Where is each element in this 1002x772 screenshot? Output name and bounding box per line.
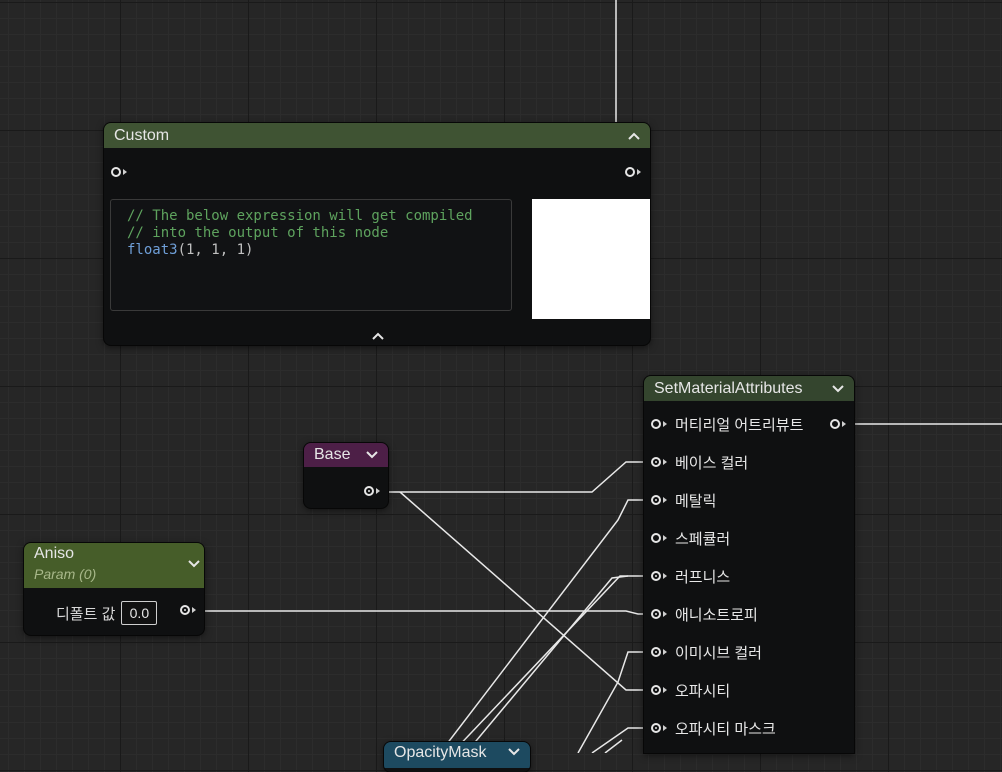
attribute-pin-label: 메탈릭 — [675, 492, 717, 510]
pin-arrow-icon — [663, 687, 667, 693]
connection-wires — [202, 0, 1002, 753]
wire-bundle-to-roughness — [451, 575, 648, 753]
custom-input-pin[interactable] — [111, 167, 121, 177]
default-value-label: 디폴트 값 — [56, 605, 116, 623]
expand-chevron-up-icon[interactable] — [370, 328, 386, 344]
attribute-pin-label: 러프니스 — [675, 568, 731, 586]
chevron-down-icon[interactable] — [506, 744, 522, 760]
attribute-pin-label: 이미시브 컬러 — [675, 644, 762, 662]
attribute-input-pin[interactable] — [651, 457, 661, 467]
set-material-attributes-header[interactable]: SetMaterialAttributes — [644, 376, 854, 401]
pin-arrow-icon — [637, 169, 641, 175]
code-expression: float3(1, 1, 1) — [127, 242, 511, 259]
opacity-mask-title: OpacityMask — [394, 744, 487, 761]
aniso-node-subtitle: Param (0) — [34, 566, 97, 582]
pin-arrow-icon — [663, 725, 667, 731]
pin-arrow-icon — [663, 535, 667, 541]
aniso-output-pin[interactable] — [180, 605, 190, 615]
aniso-node-header[interactable]: Aniso Param (0) — [24, 543, 204, 588]
wire-bundle-a — [465, 575, 629, 753]
wire-base-to-opacity — [399, 491, 648, 691]
attribute-input-pin[interactable] — [651, 609, 661, 619]
attribute-input-pin[interactable] — [651, 685, 661, 695]
pin-arrow-icon — [663, 421, 667, 427]
pin-arrow-icon — [663, 611, 667, 617]
base-node-header[interactable]: Base — [304, 443, 388, 467]
opacity-mask-header[interactable]: OpacityMask — [384, 742, 530, 768]
default-value-input[interactable]: 0.0 — [121, 601, 158, 625]
pin-arrow-icon — [663, 459, 667, 465]
preview-swatch — [532, 199, 650, 319]
attribute-input-pin[interactable] — [651, 723, 661, 733]
base-output-pin[interactable] — [364, 486, 374, 496]
base-node-title: Base — [314, 446, 351, 463]
chevron-down-icon[interactable] — [364, 447, 380, 463]
attribute-input-pin[interactable] — [651, 533, 661, 543]
attribute-pin-label: 오파시티 — [675, 682, 731, 700]
wire-bundle-to-emissive — [577, 651, 648, 753]
custom-node-title: Custom — [114, 126, 170, 144]
base-node[interactable]: Base — [304, 443, 388, 508]
opacity-mask-node[interactable]: OpacityMask — [384, 742, 530, 772]
material-attributes-output-pin[interactable] — [830, 419, 840, 429]
attribute-pin-label: 스페큘러 — [675, 530, 731, 548]
wire-aniso-to-anisotropy — [202, 610, 648, 615]
pin-arrow-icon — [376, 488, 380, 494]
aniso-node-title: Aniso — [34, 545, 75, 562]
attribute-pin-label: 베이스 컬러 — [675, 454, 749, 472]
set-material-attributes-title: SetMaterialAttributes — [654, 379, 803, 397]
aniso-node[interactable]: Aniso Param (0) 디폴트 값 0.0 — [24, 543, 204, 635]
code-editor[interactable]: // The below expression will get compile… — [110, 199, 512, 311]
code-func: float3 — [127, 242, 178, 258]
wire-bundle-to-metallic — [439, 499, 648, 753]
attribute-pin-label: 머티리얼 어트리뷰트 — [675, 416, 804, 434]
attribute-input-pin[interactable] — [651, 495, 661, 505]
code-comment-line1: // The below expression will get compile… — [127, 208, 473, 224]
custom-node[interactable]: Custom // The below expression will get … — [104, 123, 650, 345]
attribute-input-pin[interactable] — [651, 571, 661, 581]
attribute-input-pin[interactable] — [651, 647, 661, 657]
custom-output-pin[interactable] — [625, 167, 635, 177]
chevron-down-icon[interactable] — [186, 556, 202, 572]
pin-arrow-icon — [663, 573, 667, 579]
attribute-pin-label: 오파시티 마스크 — [675, 720, 776, 738]
code-comment-line2: // into the output of this node — [127, 225, 389, 241]
wire-bundle-b — [604, 739, 623, 753]
attribute-input-pin[interactable] — [651, 419, 661, 429]
attribute-pin-label: 애니소트로피 — [675, 606, 758, 624]
pin-arrow-icon — [663, 649, 667, 655]
wire-base-to-basecolor — [382, 461, 648, 493]
pin-arrow-icon — [192, 607, 196, 613]
custom-node-header[interactable]: Custom — [104, 123, 650, 148]
default-value-row: 디폴트 값 0.0 — [56, 601, 158, 625]
pin-arrow-icon — [123, 169, 127, 175]
pin-arrow-icon — [663, 497, 667, 503]
collapse-chevron-up-icon[interactable] — [626, 128, 642, 144]
code-args: (1, 1, 1) — [177, 242, 254, 258]
wire-bundle-to-mask — [591, 727, 648, 753]
chevron-down-icon[interactable] — [830, 381, 846, 397]
pin-arrow-icon — [842, 421, 846, 427]
